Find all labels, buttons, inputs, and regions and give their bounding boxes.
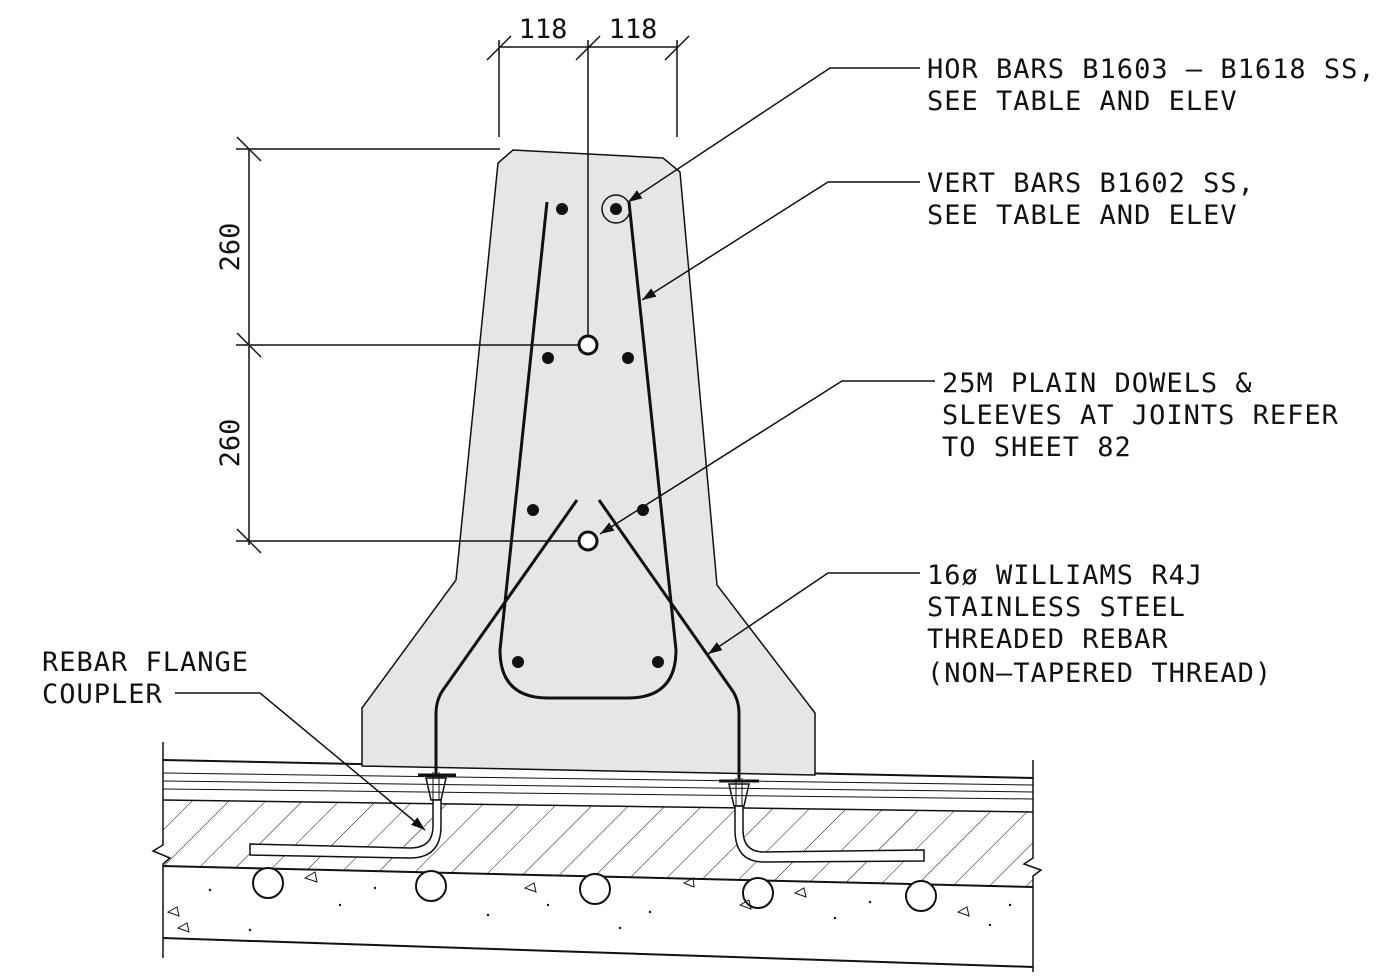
callout-coupler: REBAR FLANGE COUPLER: [42, 647, 249, 710]
horizontal-bar: [622, 352, 634, 364]
overlay-line: [162, 788, 1034, 800]
callout-dowels-line3: TO SHEET 82: [942, 432, 1132, 463]
callout-vert-bars: VERT BARS B1602 SS, SEE TABLE AND ELEV: [927, 168, 1255, 231]
callout-williams-line1: 16ø WILLIAMS R4J: [927, 560, 1203, 591]
callout-dowels: 25M PLAIN DOWELS & SLEEVES AT JOINTS REF…: [942, 368, 1339, 463]
callout-hor-bars-line2: SEE TABLE AND ELEV: [927, 86, 1238, 117]
horizontal-bar: [527, 504, 539, 516]
callout-vert-bars-line2: SEE TABLE AND ELEV: [927, 200, 1238, 231]
overlay-bottom-line: [162, 799, 1034, 813]
deck-slab: [151, 742, 1043, 972]
horizontal-bar: [610, 203, 622, 215]
slab-hook-bar-right: [734, 805, 925, 863]
deck-void: [415, 870, 447, 902]
callout-dowels-line2: SLEEVES AT JOINTS REFER: [942, 400, 1339, 431]
leader-lines: [175, 67, 935, 831]
dowel-upper: [577, 334, 599, 356]
leader-dowels: [599, 380, 935, 535]
callout-dowels-line1: 25M PLAIN DOWELS &: [942, 368, 1253, 399]
dim-side-upper: 260: [215, 223, 246, 272]
callout-williams-line3: THREADED REBAR: [927, 624, 1169, 655]
slab-hatched-zone: [163, 800, 1033, 887]
leader-coupler: [175, 692, 426, 831]
barrier-body: [361, 149, 816, 776]
threaded-rebar-right: [597, 499, 741, 780]
dowel-lower: [577, 530, 599, 552]
overlay-line: [162, 772, 1034, 786]
deck-void: [252, 867, 284, 899]
callout-coupler-line2: COUPLER: [42, 679, 163, 710]
reinforcement: [249, 194, 925, 863]
callout-hor-bars: HOR BARS B1603 – B1618 SS, SEE TABLE AND…: [927, 54, 1376, 117]
deck-bottom-line: [162, 937, 1034, 968]
horizontal-bar: [542, 352, 554, 364]
dim-top-left: 118: [519, 14, 568, 45]
dimension-lines: [236, 35, 690, 554]
dim-side-lower: 260: [215, 419, 246, 468]
callout-coupler-line1: REBAR FLANGE: [42, 647, 249, 678]
callout-williams-line2: STAINLESS STEEL: [927, 592, 1186, 623]
flange-coupler-left: [418, 772, 456, 801]
horizontal-bar: [637, 504, 649, 516]
right-break-line: [1022, 760, 1043, 972]
horizontal-bar: [556, 203, 568, 215]
left-break-line: [151, 742, 172, 958]
horizontal-bar: [652, 656, 664, 668]
horizontal-bar: [512, 656, 524, 668]
leader-hor-bars: [627, 67, 920, 203]
aggregate-marks: [166, 871, 970, 933]
overlay-line: [162, 780, 1034, 793]
aggregate-dots: [208, 886, 1012, 932]
deck-void: [742, 877, 774, 909]
vertical-u-bar: [498, 201, 678, 700]
deck-void: [905, 880, 937, 912]
threaded-rebar-left: [434, 499, 579, 776]
callout-williams-line4: (NON–TAPERED THREAD): [927, 658, 1272, 689]
deck-void: [579, 873, 611, 905]
callout-vert-bars-line1: VERT BARS B1602 SS,: [927, 168, 1255, 199]
callout-hor-bars-line1: HOR BARS B1603 – B1618 SS,: [927, 54, 1376, 85]
leader-vert-bars: [641, 181, 920, 301]
horizontal-bar-callout-ring: [601, 194, 631, 224]
leader-williams: [707, 572, 920, 655]
flange-coupler-right: [719, 778, 759, 807]
callout-williams: 16ø WILLIAMS R4J STAINLESS STEEL THREADE…: [927, 560, 1272, 689]
slab-hook-bar-left: [249, 799, 442, 859]
dim-top-right: 118: [609, 14, 658, 45]
